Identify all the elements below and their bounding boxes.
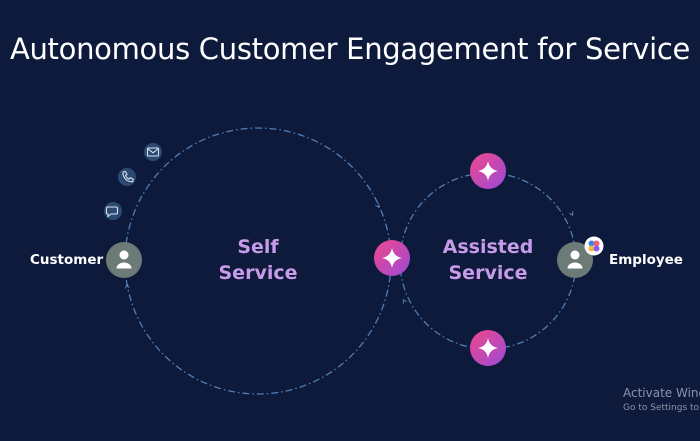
customer-avatar-icon (106, 242, 142, 278)
activation-watermark: Activate Windo Go to Settings to activ (623, 386, 700, 413)
flow-arrow (402, 299, 407, 304)
customer-label: Customer (30, 252, 104, 268)
copilot-badge-icon (584, 236, 604, 256)
agent-sparkle-icon (470, 330, 506, 366)
page-title: Autonomous Customer Engagement for Servi… (9, 32, 691, 66)
employee-label: Employee (609, 252, 683, 268)
self-service-line1: Self (237, 236, 279, 258)
self-service-label: Self Service (198, 234, 318, 286)
phone-icon (118, 168, 136, 186)
agent-sparkle-icon (374, 240, 410, 276)
mail-icon (144, 143, 162, 161)
assisted-service-label: Assisted Service (428, 234, 548, 286)
assisted-service-line1: Assisted (442, 236, 534, 258)
employee-avatar-icon (557, 242, 593, 278)
chat-icon (104, 202, 122, 220)
agent-sparkle-icon (470, 153, 506, 189)
watermark-line1: Activate Windo (623, 386, 700, 400)
self-service-line2: Service (218, 262, 298, 284)
assisted-service-line2: Service (448, 262, 528, 284)
watermark-line2: Go to Settings to activ (623, 403, 700, 413)
flow-arrow (569, 211, 574, 216)
